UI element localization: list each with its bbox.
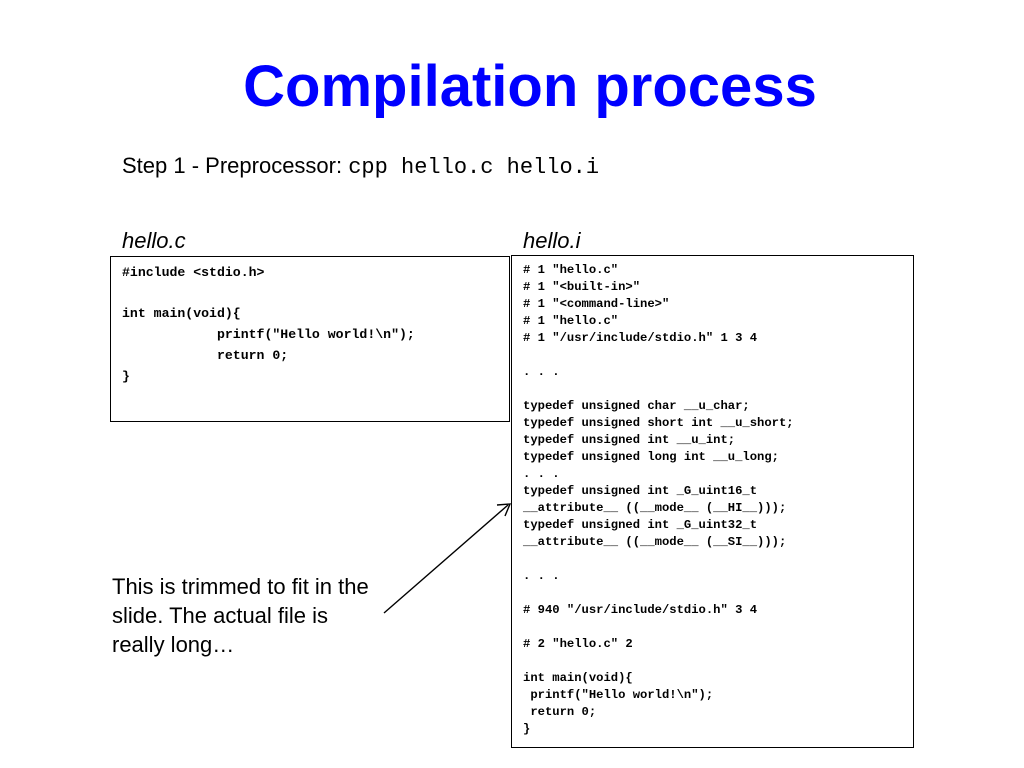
- step-label: Step 1 - Preprocessor:: [122, 153, 349, 178]
- hello-c-label: hello.c: [122, 228, 186, 253]
- arrow-line: [383, 504, 509, 614]
- hello-i-code-box: # 1 "hello.c" # 1 "<built-in>" # 1 "<com…: [511, 255, 914, 748]
- step-line: Step 1 - Preprocessor: cpp hello.c hello…: [122, 152, 599, 182]
- slide-title: Compilation process: [243, 54, 817, 119]
- arrow-head: [496, 503, 512, 517]
- step-command: cpp hello.c hello.i: [348, 155, 600, 180]
- hello-i-label: hello.i: [523, 228, 581, 253]
- trimmed-note: This is trimmed to fit in the slide. The…: [112, 574, 369, 657]
- hello-c-code-box: #include <stdio.h> int main(void){ print…: [110, 256, 510, 422]
